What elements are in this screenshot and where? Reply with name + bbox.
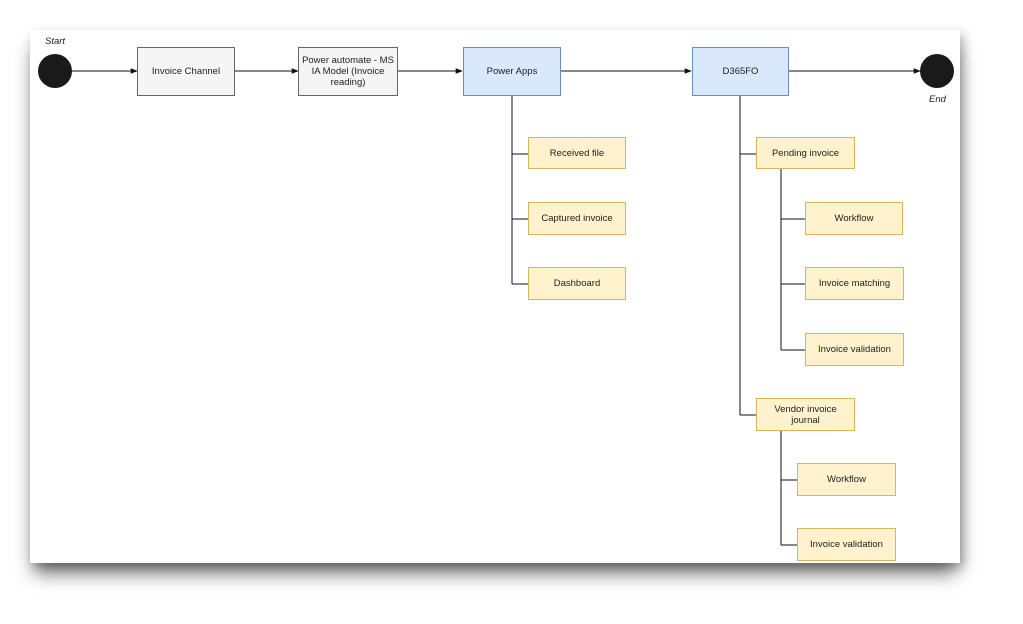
diagram-canvas: Start End Invoice Channel Power automate…: [30, 30, 960, 563]
invoice-channel-node[interactable]: Invoice Channel: [137, 47, 235, 96]
connector-lines: [57, 68, 921, 546]
pending-invoice-node[interactable]: Pending invoice: [756, 137, 855, 169]
d365fo-node[interactable]: D365FO: [692, 47, 789, 96]
power-apps-node[interactable]: Power Apps: [463, 47, 561, 96]
dashboard-node[interactable]: Dashboard: [528, 267, 626, 300]
start-node[interactable]: [38, 54, 72, 88]
invoice-validation-node-1[interactable]: Invoice validation: [805, 333, 904, 366]
start-label: Start: [45, 36, 66, 47]
workflow-node-2[interactable]: Workflow: [797, 463, 896, 496]
received-file-node[interactable]: Received file: [528, 137, 626, 169]
captured-invoice-node[interactable]: Captured invoice: [528, 202, 626, 235]
vendor-invoice-journal-node[interactable]: Vendor invoice journal: [756, 398, 855, 431]
end-label: End: [929, 94, 946, 105]
power-automate-node[interactable]: Power automate - MS IA Model (Invoice re…: [298, 47, 398, 96]
end-node[interactable]: [920, 54, 954, 88]
workflow-node-1[interactable]: Workflow: [805, 202, 903, 235]
invoice-validation-node-2[interactable]: Invoice validation: [797, 528, 896, 561]
invoice-matching-node[interactable]: Invoice matching: [805, 267, 904, 300]
